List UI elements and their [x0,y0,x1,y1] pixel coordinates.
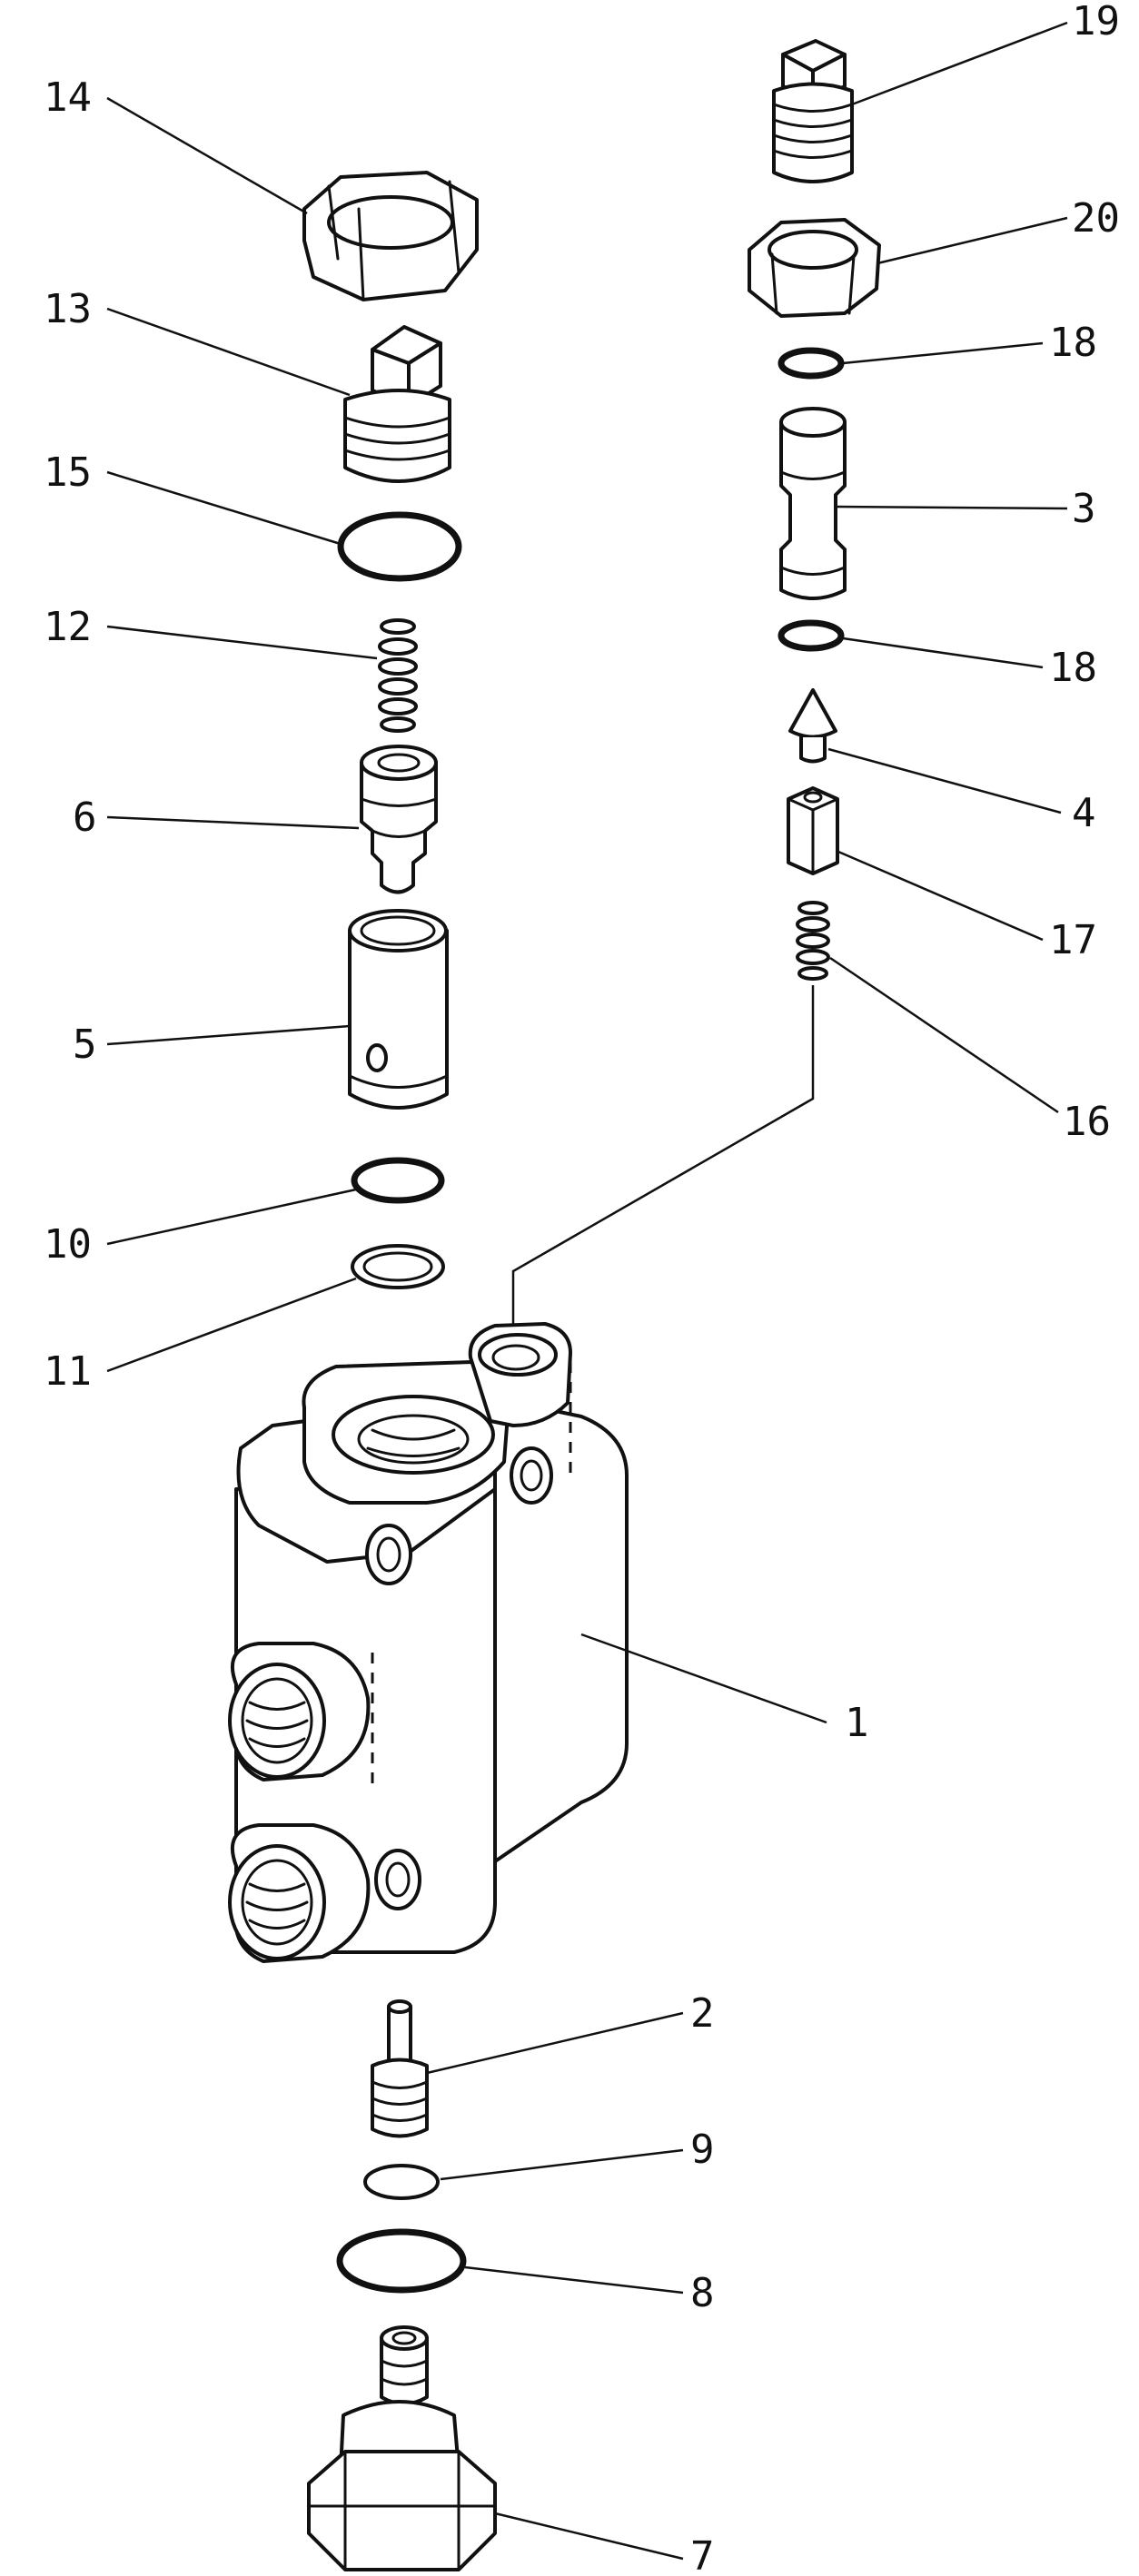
leader-14 [106,96,308,215]
part-8-o-ring [336,2228,467,2294]
part-3-spool [779,407,847,600]
part-1-valve-body [228,1322,629,1963]
leader-lines [106,21,1068,2561]
leader-15 [106,470,344,547]
label-12: 12 [44,604,92,650]
leader-5 [106,1024,351,1046]
label-11: 11 [44,1348,92,1395]
part-number-labels: 14 13 15 12 6 5 10 11 19 20 18 3 18 4 17… [44,0,1120,2576]
label-17: 17 [1049,917,1097,963]
leader-20 [877,216,1068,265]
leader-11 [106,1277,357,1373]
part-16-spring [796,901,830,981]
label-1: 1 [845,1700,869,1746]
leader-17 [837,850,1044,942]
part-14-hex-nut [302,171,479,301]
part-19-plug-screw [772,39,854,183]
part-5-sleeve [348,909,449,1110]
label-8: 8 [690,2270,715,2316]
label-20: 20 [1072,195,1120,242]
leader-7 [494,2512,684,2561]
label-7: 7 [690,2533,715,2576]
part-15-o-ring [337,511,462,582]
leader-10 [106,1188,357,1246]
label-4: 4 [1072,790,1096,836]
part-20-hex-nut [748,218,881,318]
leader-19 [851,21,1068,106]
part-9-o-ring [363,2164,440,2200]
label-18-lower: 18 [1049,645,1097,691]
label-14: 14 [44,74,92,121]
label-18-upper: 18 [1049,320,1097,366]
part-13-plug [343,325,451,483]
leader-13 [106,307,351,397]
label-10: 10 [44,1221,92,1268]
part-4-cone [788,688,837,764]
label-3: 3 [1072,486,1096,532]
assembly-path-16 [511,985,815,1353]
label-16: 16 [1063,1099,1111,1145]
leader-2 [426,2011,684,2075]
leader-18b [842,637,1044,669]
part-2-pin [371,1999,429,2138]
label-2: 2 [690,1990,715,2037]
label-19: 19 [1072,0,1120,44]
leader-12 [106,625,378,660]
part-18-o-ring-upper [777,347,845,380]
part-12-spring [378,618,418,733]
part-7-plug [307,2325,497,2571]
leader-9 [440,2148,684,2181]
leader-8 [464,2265,684,2295]
part-17-seat [787,786,839,875]
part-18-o-ring-lower [777,619,845,652]
leader-6 [106,815,360,830]
part-10-o-ring [351,1157,445,1204]
part-11-backup-ring [351,1244,445,1289]
leader-4 [827,747,1062,814]
leader-1 [580,1633,827,1724]
label-13: 13 [44,286,92,332]
label-5: 5 [73,1022,97,1068]
leader-3 [833,505,1068,510]
label-6: 6 [73,795,97,841]
leader-16 [829,956,1059,1114]
label-9: 9 [690,2127,715,2173]
leader-18a [842,341,1044,365]
part-6-poppet [360,745,438,894]
label-15: 15 [44,449,92,496]
